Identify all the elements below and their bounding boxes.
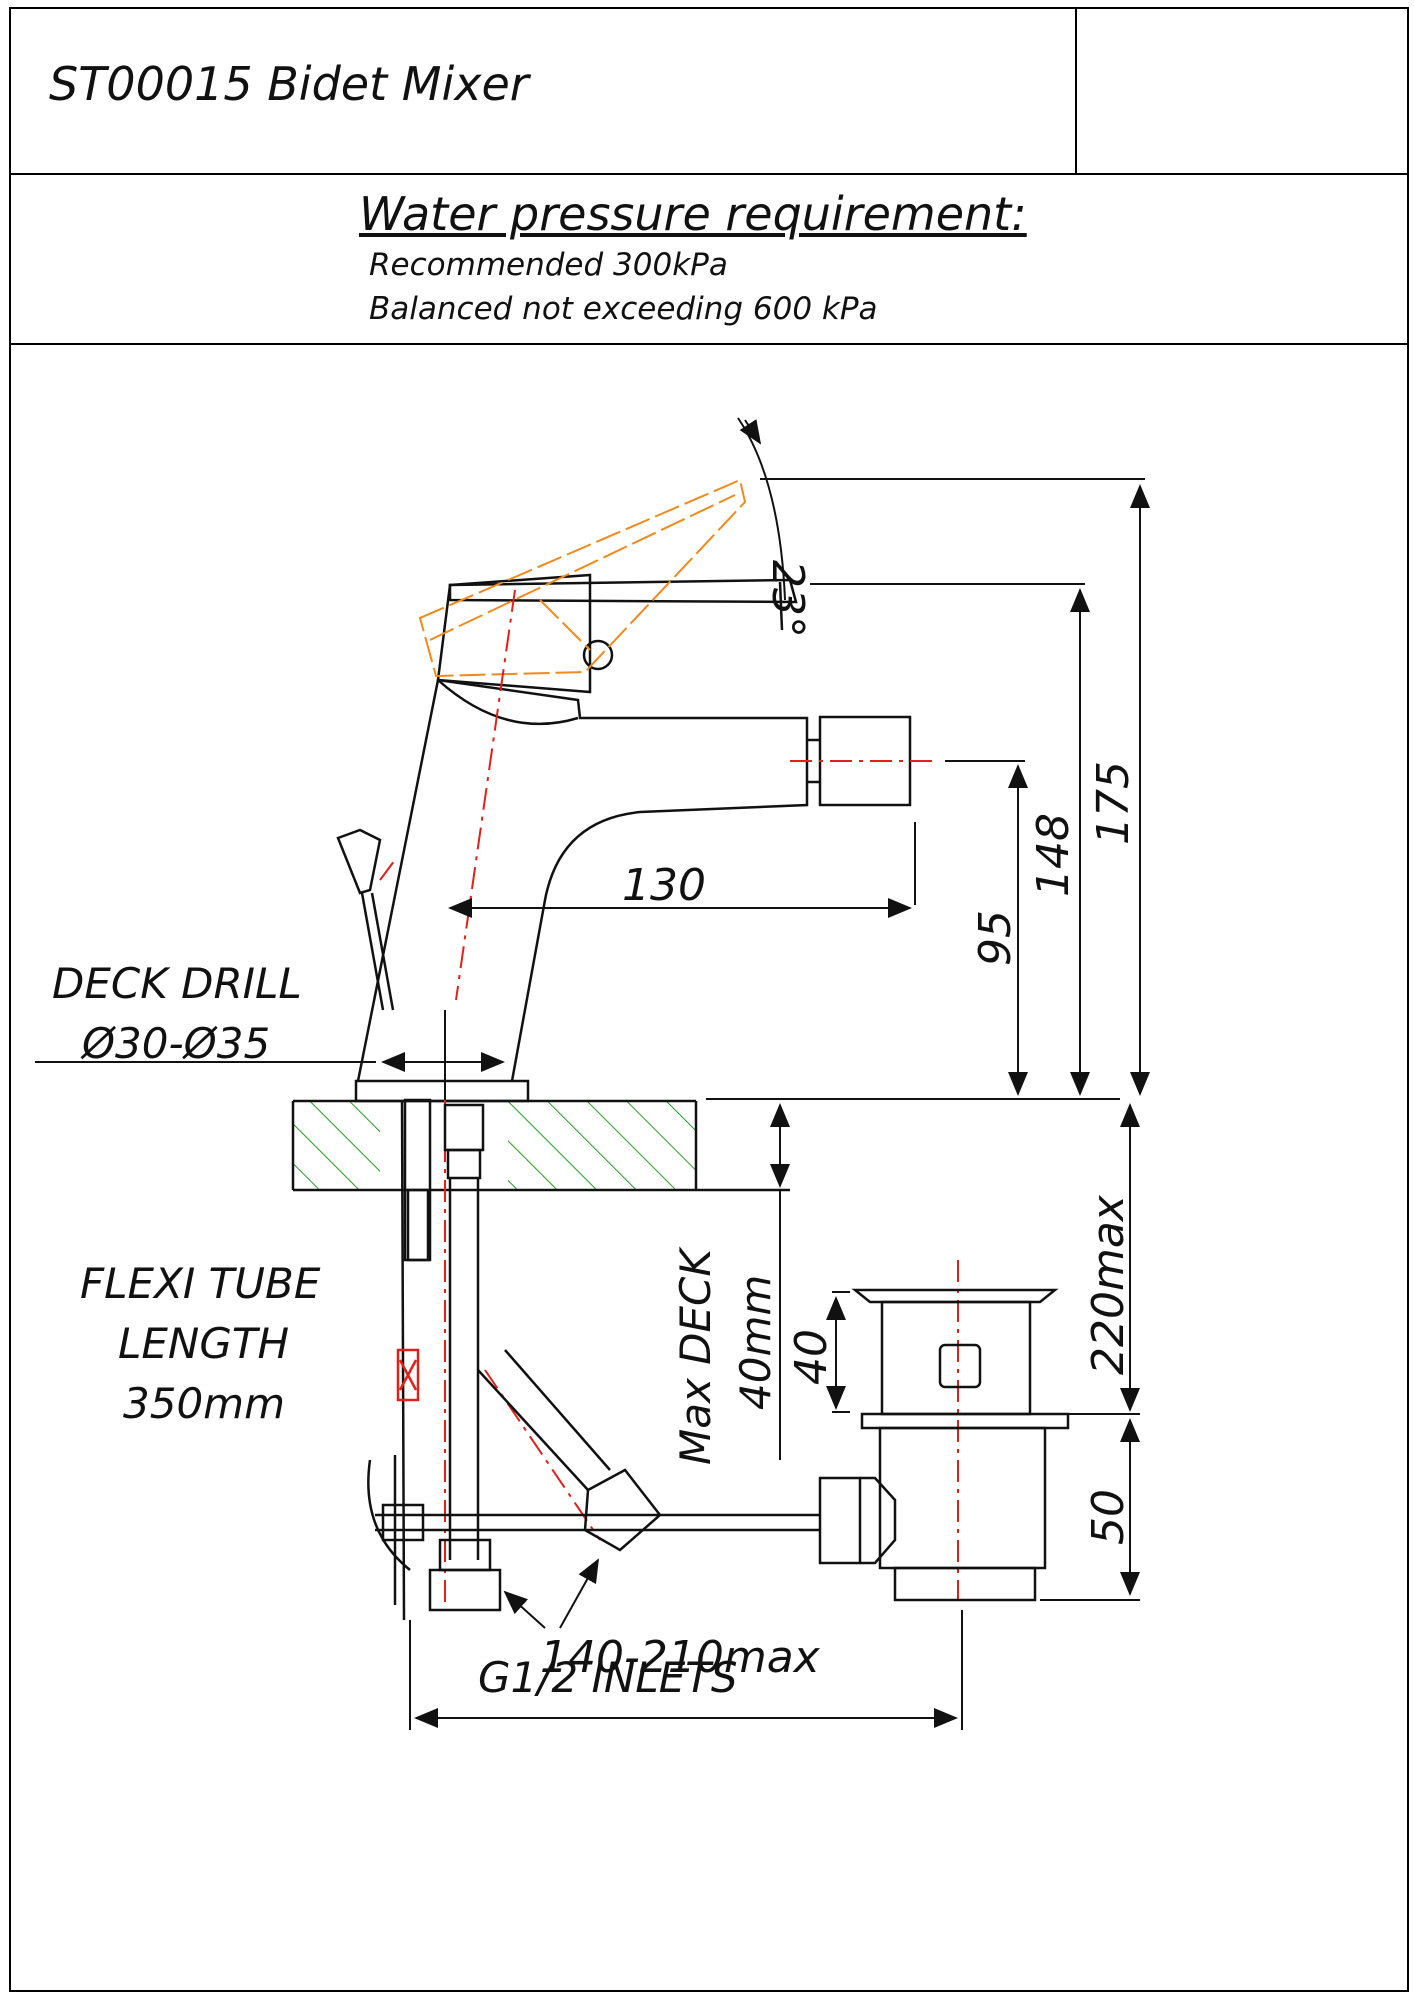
pressure-requirements: Water pressure requirement: Recommended … <box>11 175 1407 345</box>
pressure-maximum: Balanced not exceeding 600 kPa <box>369 291 878 327</box>
pressure-heading: Water pressure requirement: <box>359 187 1027 241</box>
title-row: ST00015 Bidet Mixer <box>11 9 1407 175</box>
drawing-sheet: ST00015 Bidet Mixer Water pressure requi… <box>9 7 1409 1992</box>
angle-dimension: 23° <box>762 560 813 638</box>
handle-alternate-position <box>418 478 747 678</box>
pop-up-lever <box>336 828 420 1621</box>
inlets-label: G1/2 INLETS <box>478 1653 738 1702</box>
inlet-spacing-dimension: 140-210max <box>540 1632 821 1683</box>
waste-bottom-dimension: 50 <box>1083 1489 1134 1545</box>
flexi-length-value: 350mm <box>123 1379 285 1428</box>
spout-top-height-dimension: 148 <box>1028 813 1079 897</box>
pressure-recommended: Recommended 300kPa <box>369 247 728 283</box>
mixer-body <box>354 573 912 1103</box>
centerlines <box>379 589 959 1610</box>
total-height-dimension: 175 <box>1088 761 1139 845</box>
pop-up-waste <box>851 1288 1070 1602</box>
flexi-tubes <box>367 1098 897 1612</box>
outlet-height-dimension: 95 <box>970 910 1021 966</box>
below-deck-dimension: 220max <box>1083 1194 1134 1375</box>
spout-reach-dimension: 130 <box>622 860 706 911</box>
max-deck-label: Max DECK <box>671 1246 720 1465</box>
max-deck-value: 40mm <box>731 1275 780 1410</box>
flexi-length-label: LENGTH <box>118 1319 289 1368</box>
deck-drill-size-label: Ø30-Ø35 <box>80 1019 270 1068</box>
page-title: ST00015 Bidet Mixer <box>49 57 529 111</box>
deck-drill-label: DECK DRILL <box>52 959 302 1008</box>
deck-section <box>291 1098 1112 1192</box>
flexi-tube-label: FLEXI TUBE <box>80 1259 321 1308</box>
waste-top-dimension: 40 <box>786 1329 837 1385</box>
title-cell: ST00015 Bidet Mixer <box>11 9 1077 173</box>
dimension-lines <box>35 417 1150 1730</box>
